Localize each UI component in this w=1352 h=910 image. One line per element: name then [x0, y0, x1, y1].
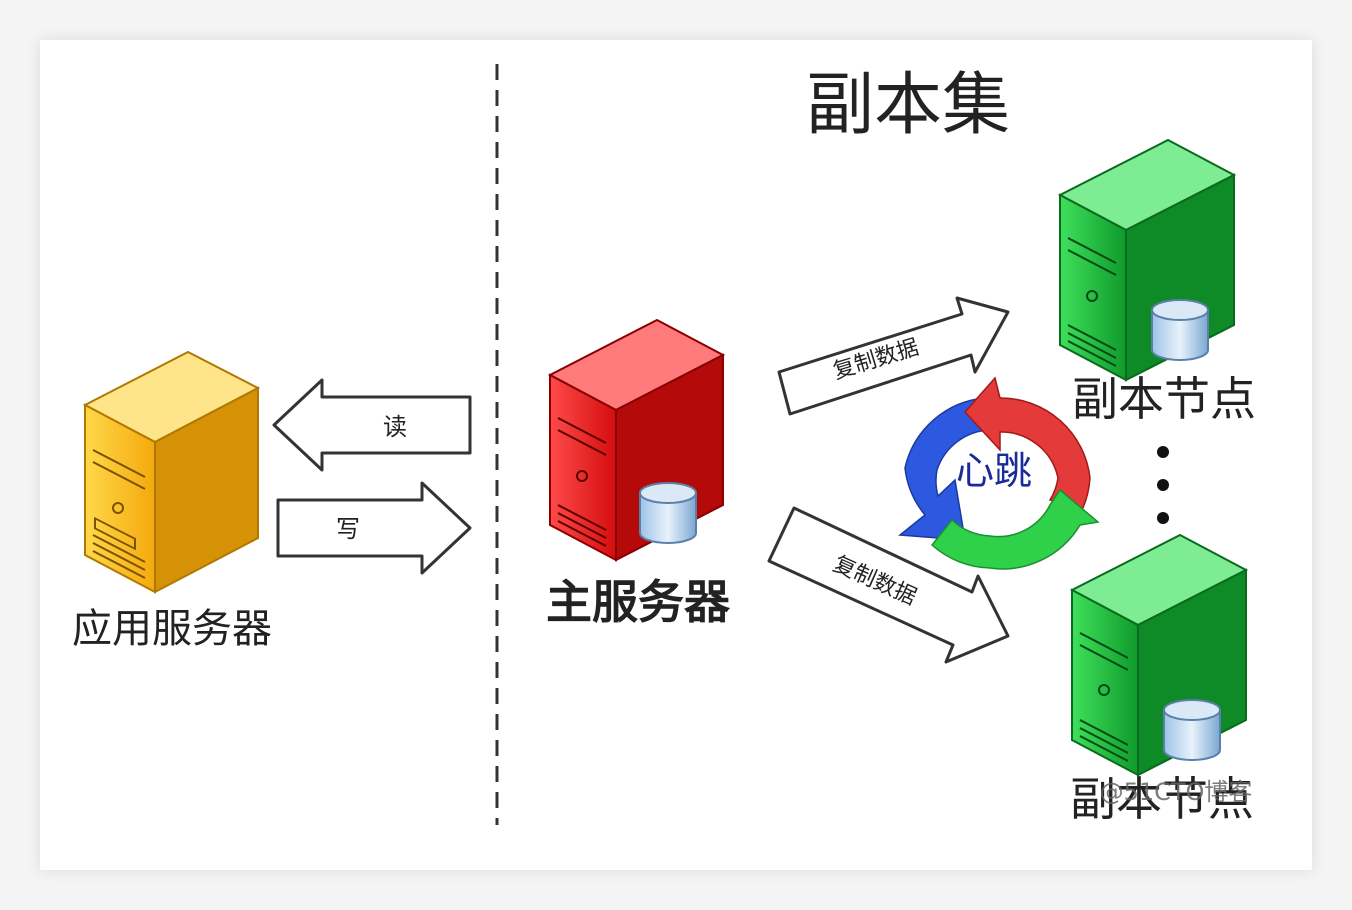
replicate-arrow-lower — [767, 506, 1010, 664]
more-nodes-ellipsis — [1157, 446, 1169, 524]
primary-server-label: 主服务器 — [546, 575, 731, 629]
replicate-arrow-upper — [777, 296, 1010, 416]
replica-node-2-icon — [1069, 533, 1249, 777]
write-arrow — [276, 481, 472, 575]
app-server-icon — [82, 350, 261, 594]
replica-node-2-label: 副本节点 — [1070, 772, 1254, 826]
app-server-label: 应用服务器 — [72, 606, 272, 652]
watermark: @51CTO博客 — [1100, 778, 1253, 806]
read-label: 读 — [383, 413, 407, 441]
primary-server-icon — [547, 318, 726, 562]
heartbeat-label: 心跳 — [956, 449, 1032, 493]
heartbeat-cycle-icon — [898, 376, 1100, 570]
read-arrow — [272, 378, 472, 472]
diagram-title: 副本集 — [806, 66, 1010, 145]
write-label: 写 — [336, 515, 360, 543]
replica-node-1-label: 副本节点 — [1072, 372, 1256, 426]
replica-node-1-icon — [1057, 138, 1237, 382]
